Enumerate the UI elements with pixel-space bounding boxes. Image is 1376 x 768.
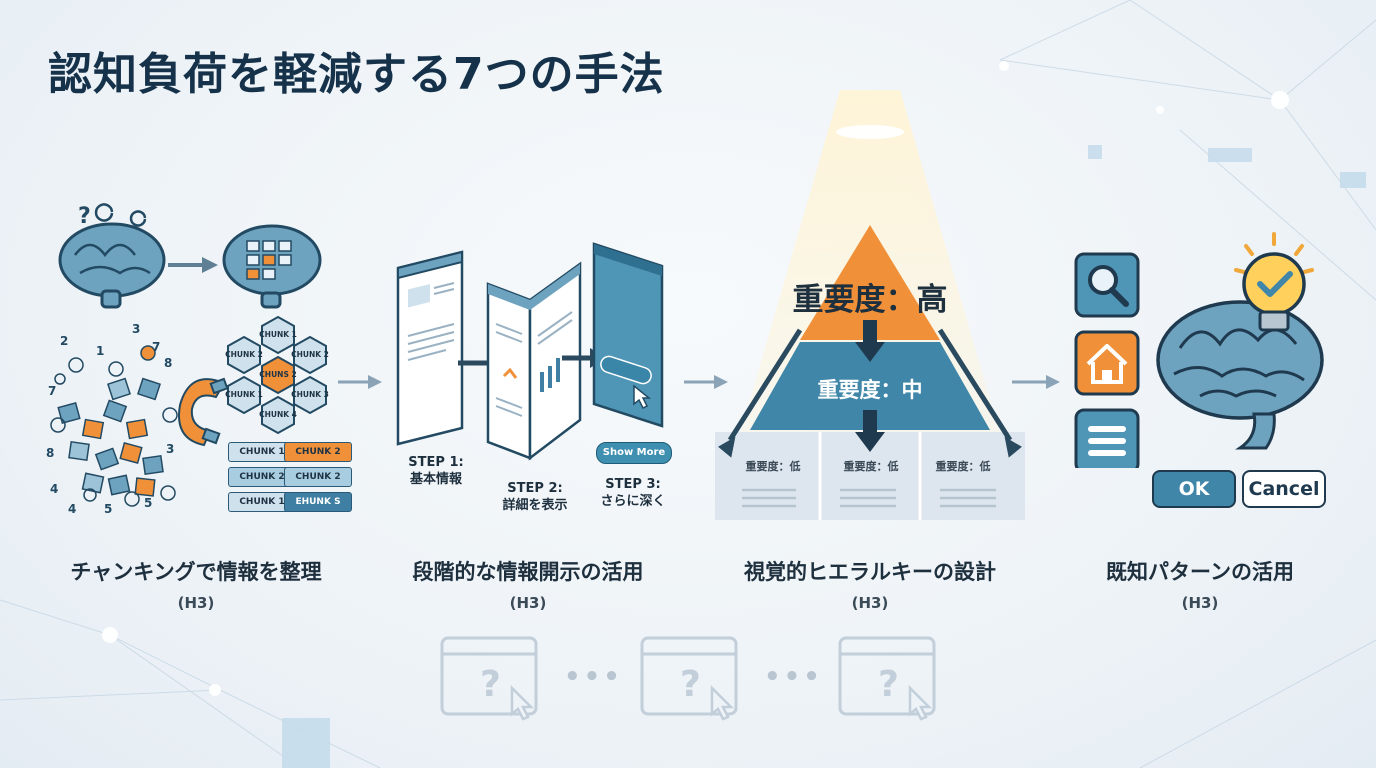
ellipsis: ••• [764,662,823,692]
flow-arrow-icon [684,375,728,389]
heading-level-tag: (H3) [177,594,215,612]
svg-text:8: 8 [46,446,54,460]
section-title: 視覚的ヒエラルキーの設計 [744,560,996,584]
section-heading-hierarchy: 視覚的ヒエラルキーの設計 (H3) [710,556,1030,612]
step-text: 基本情報 [409,472,462,487]
page-title: 認知負荷を軽減する7つの手法 [48,49,665,100]
placeholder-window-icon: ? [440,636,538,721]
menu-icon [1074,408,1140,468]
hex-label: CHUNK 1 [259,330,297,339]
question-mark: ? [680,664,701,705]
section-title: チャンキングで情報を整理 [70,560,322,584]
document-page-step1 [396,250,464,446]
home-icon [1074,330,1140,396]
confused-brain-icon: ? [58,203,166,309]
svg-text:3: 3 [166,442,174,456]
importance-low-label: 重要度：低 [843,460,899,473]
section-heading-patterns: 既知パターンの活用 (H3) [1040,556,1360,612]
placeholder-window-icon: ? [640,636,738,721]
svg-text:1: 1 [96,344,104,358]
step-label: STEP 1: 基本情報 [396,454,476,488]
section-heading-disclosure: 段階的な情報開示の活用 (H3) [368,556,688,612]
show-more-button[interactable]: Show More [596,442,672,464]
section-heading-chunking: チャンキングで情報を整理 (H3) [36,556,356,612]
flow-arrow-icon [338,375,382,389]
chunk-hex-cluster [227,315,327,435]
importance-low-label: 重要度：低 [935,460,991,473]
svg-text:4: 4 [50,482,58,496]
step-label: STEP 3: さらに深く [590,476,676,510]
hex-label: CHUNS 2 [259,370,296,379]
step-number: STEP 1: [408,455,464,470]
visual-hierarchy-illustration [715,90,1025,520]
svg-text:7: 7 [48,384,56,398]
step-label: STEP 2: 詳細を表示 [490,480,580,514]
brain-icon [1156,300,1324,450]
importance-mid-label: 重要度：中 [817,378,923,402]
hex-label: CHUNK 1 [225,390,263,399]
magnet-icon [178,377,229,447]
svg-text:2: 2 [60,334,68,348]
hex-label: CHUNK 3 [291,390,329,399]
document-page-step3 [592,242,664,428]
hex-label: CHUNK 2 [291,350,329,359]
svg-text:7: 7 [152,340,160,354]
familiar-patterns-illustration [1074,232,1324,468]
chunk-pill: EHUNK S [284,492,352,512]
step-number: STEP 3: [605,477,661,492]
chunk-pill: CHUNK 2 [284,467,352,487]
chunk-pill: CHUNK 1 [228,442,296,462]
step-text: 詳細を表示 [502,498,568,513]
section-title: 既知パターンの活用 [1106,560,1294,584]
section-title: 段階的な情報開示の活用 [412,560,644,584]
lightbulb-icon [1234,232,1314,332]
question-mark: ? [878,664,899,705]
step-number: STEP 2: [507,481,563,496]
ok-button[interactable]: OK [1152,470,1236,508]
svg-text:?: ? [78,204,91,229]
step-text: さらに深く [600,494,666,509]
search-icon [1074,252,1140,318]
svg-text:4: 4 [68,502,76,516]
flow-arrow-icon [1012,375,1060,389]
scattered-info-tiles [57,377,164,497]
progressive-disclosure-illustration [396,242,664,461]
hex-label: CHUNK 2 [225,350,263,359]
svg-text:5: 5 [104,502,112,516]
hex-label: CHUNK 4 [259,410,297,419]
heading-level-tag: (H3) [851,594,889,612]
svg-text:3: 3 [132,322,140,336]
cancel-button[interactable]: Cancel [1242,470,1326,508]
chunk-pill: CHUNK 2 [284,442,352,462]
heading-level-tag: (H3) [1181,594,1219,612]
importance-low-label: 重要度：低 [745,460,801,473]
svg-text:8: 8 [164,356,172,370]
ellipsis: ••• [564,662,623,692]
placeholder-window-icon: ? [838,636,936,721]
importance-high-label: 重要度：高 [792,282,948,318]
svg-text:5: 5 [144,496,152,510]
organized-brain-icon [222,224,322,309]
document-page-step2 [486,261,582,461]
heading-level-tag: (H3) [509,594,547,612]
question-mark: ? [480,664,501,705]
